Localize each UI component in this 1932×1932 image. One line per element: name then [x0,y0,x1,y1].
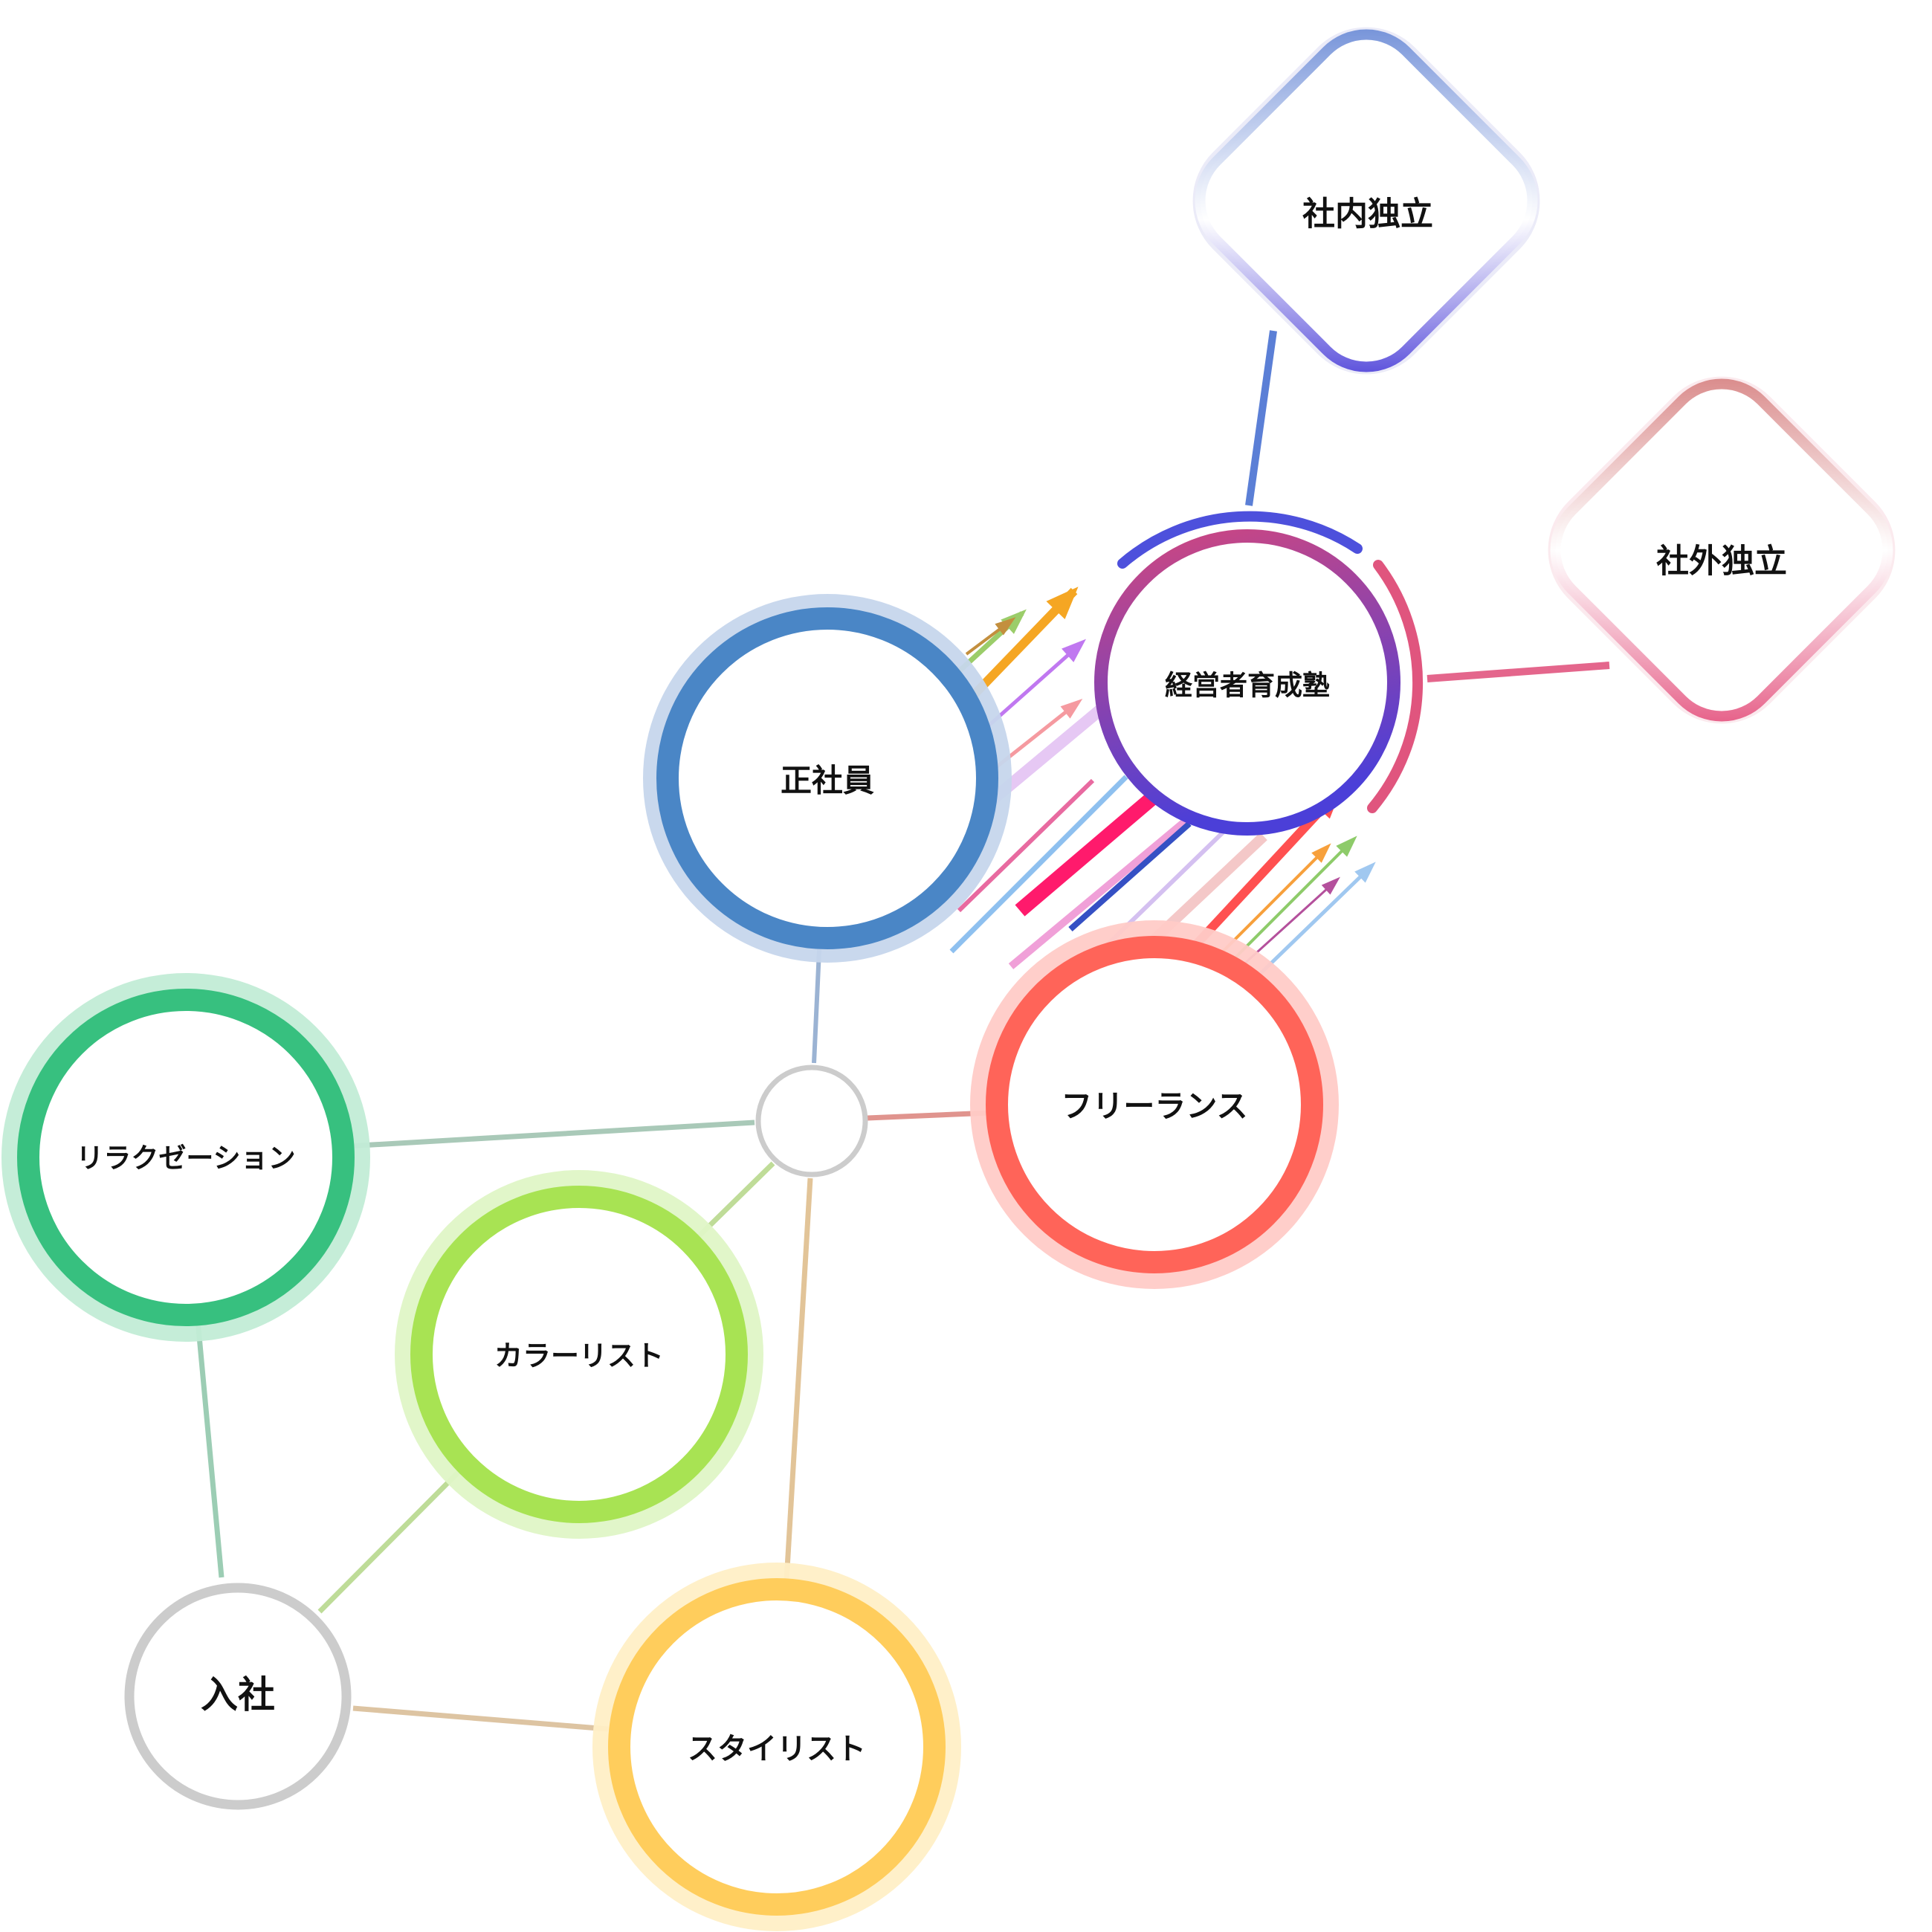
edge-nyusha-relaxation [195,1319,224,1578]
node-shanai: 社内独立 [1192,27,1540,375]
arrow-seishain-2-head [1046,587,1079,620]
edge-hub-stylist [784,1177,813,1582]
arrow-seishain-7 [957,778,1095,913]
colorist-label: カラーリスト [494,1340,664,1372]
nyusha-ring [124,1583,352,1810]
stream-freelance-2 [949,775,1128,954]
freelance-ring [986,936,1323,1273]
stylist-label: スタイリスト [688,1732,866,1766]
edge-nyusha-colorist [317,1466,465,1614]
colorist-ring [410,1186,748,1523]
node-stylist: スタイリスト [592,1563,961,1931]
node-shagai: 社外独立 [1548,376,1896,724]
relaxation-label: リラクゼーション [76,1143,295,1175]
node-colorist: カラーリスト [395,1170,763,1539]
edge-keiei-shagai [1427,662,1610,682]
arrow-freelance-3 [1232,839,1354,960]
stream-freelance-4 [1068,821,1192,931]
seishain-ring [656,607,998,949]
stream-freelance-1 [1015,786,1165,917]
edge-hub-relaxation [346,1120,755,1149]
keiei-label: 経営者育成塾 [1165,670,1330,702]
arrow-seishain-3-head [995,617,1016,636]
arrow-freelance-2 [1218,846,1328,957]
seishain-label: 正社員 [781,763,874,799]
shagai-diamond [1550,378,1893,722]
relaxation-ring [17,989,355,1326]
edge-hub-freelance [867,1110,991,1121]
node-seishain: 正社員 [643,594,1012,963]
arrow-freelance-4-head [1321,876,1340,895]
nyusha-label: 入社 [201,1673,275,1716]
node-freelance: フリーランス [970,920,1339,1289]
arrow-freelance-5 [1255,865,1373,979]
keiei-outer-arc-top [1117,511,1363,569]
edge-nyusha-stylist [352,1705,609,1732]
stylist-ring [608,1578,946,1916]
hub-node [755,1064,868,1177]
arrow-seishain-4-head [1062,639,1086,662]
shagai-label: 社外独立 [1656,543,1787,581]
arrow-freelance-5-head [1354,862,1376,883]
connection-lines [195,330,1610,1732]
node-nyusha: 入社 [124,1583,352,1810]
shanai-diamond [1195,29,1538,372]
arrow-freelance-2-head [1311,843,1331,863]
shanai-label: 社内独立 [1302,196,1433,233]
edge-keiei-shanai [1245,330,1277,506]
node-relaxation: リラクゼーション [1,973,370,1342]
keiei-outer-arc-right [1367,560,1424,813]
arrow-seishain-1-head [1001,609,1027,634]
keiei-ring [1094,529,1400,836]
arrow-seishain-5-head [1060,699,1083,719]
freelance-label: フリーランス [1061,1088,1247,1125]
stream-freelance-3 [1008,815,1192,969]
node-keiei: 経営者育成塾 [1094,511,1424,836]
arrow-freelance-3-head [1336,836,1357,857]
